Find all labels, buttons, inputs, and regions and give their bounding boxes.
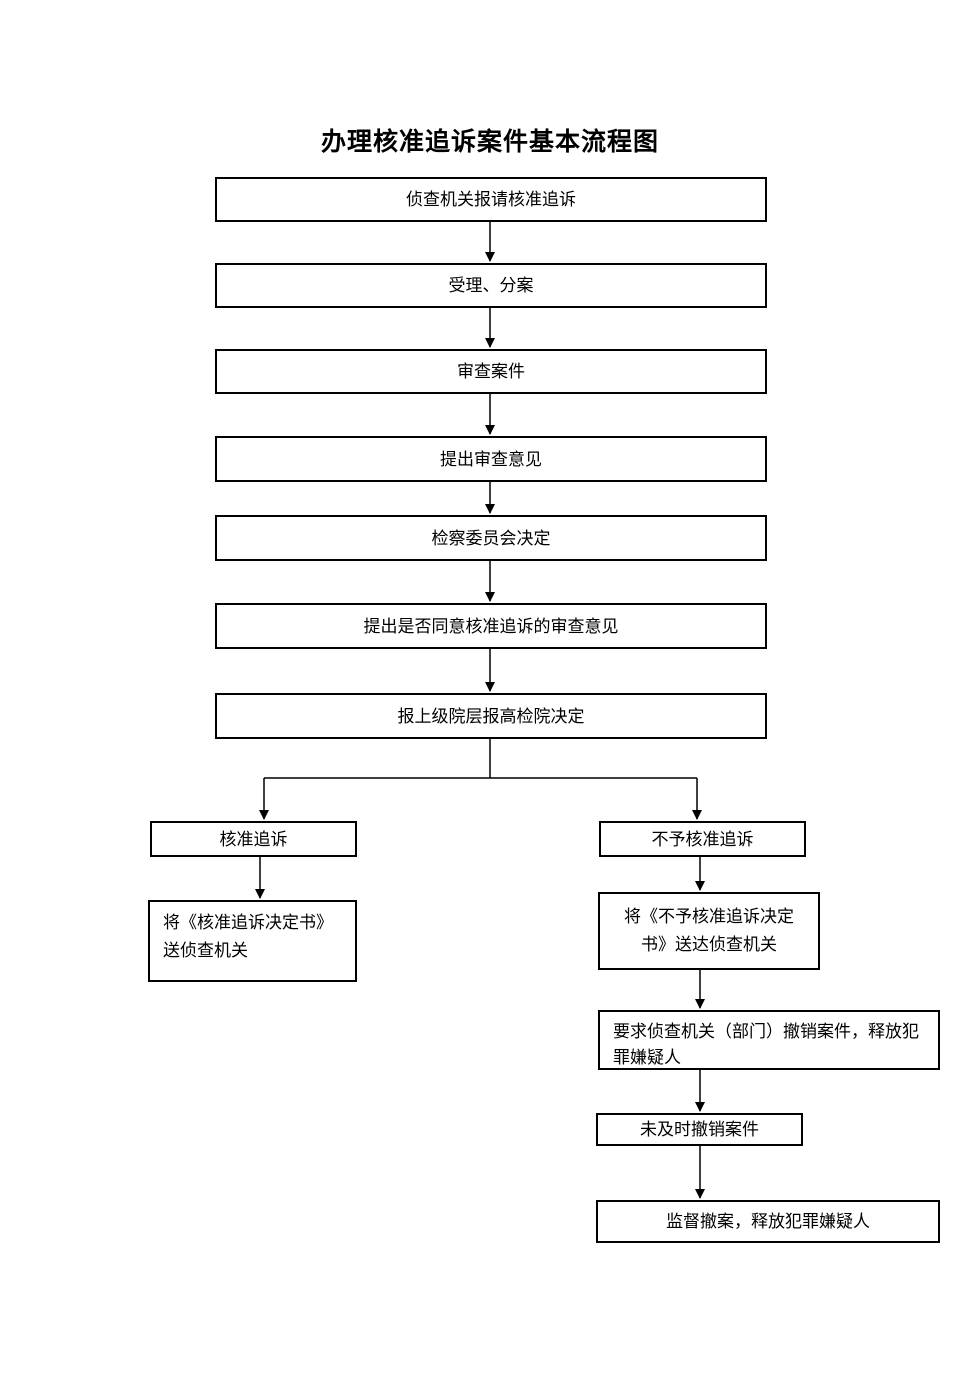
action-box-send-decision-line1: 将《核准追诉决定书》 [163, 913, 333, 932]
step-box-review-opinion: 提出审查意见 [215, 436, 767, 482]
action-box-send-decision-line2: 送侦查机关 [163, 941, 248, 960]
action-box-send-decision: 将《核准追诉决定书》 送侦查机关 [148, 900, 357, 982]
step-box-report: 侦查机关报请核准追诉 [215, 177, 767, 222]
page-title: 办理核准追诉案件基本流程图 [320, 129, 659, 156]
step-box-accept-assign: 受理、分案 [215, 263, 767, 308]
action-box-demand-withdraw-line2: 罪嫌疑人 [613, 1048, 681, 1067]
action-box-deliver-rejection-line1: 将《不予核准追诉决定 [624, 907, 794, 926]
step-box-escalate-decision: 报上级院层报高检院决定 [215, 693, 767, 739]
action-box-deliver-rejection-line2: 书》送达侦查机关 [641, 935, 777, 954]
step-box-committee-decision: 检察委员会决定 [215, 515, 767, 561]
action-box-deliver-rejection: 将《不予核准追诉决定 书》送达侦查机关 [598, 892, 820, 970]
action-box-demand-withdraw: 要求侦查机关（部门）撤销案件，释放犯 罪嫌疑人 [598, 1010, 940, 1070]
action-box-demand-withdraw-line1: 要求侦查机关（部门）撤销案件，释放犯 [613, 1022, 919, 1041]
step-box-review-case: 审查案件 [215, 349, 767, 394]
decision-box-approve: 核准追诉 [150, 821, 357, 857]
step-box-agree-opinion: 提出是否同意核准追诉的审查意见 [215, 603, 767, 649]
action-box-supervise-withdraw: 监督撤案，释放犯罪嫌疑人 [596, 1200, 940, 1243]
condition-box-not-withdrawn: 未及时撤销案件 [596, 1113, 803, 1146]
decision-box-reject: 不予核准追诉 [599, 821, 806, 857]
